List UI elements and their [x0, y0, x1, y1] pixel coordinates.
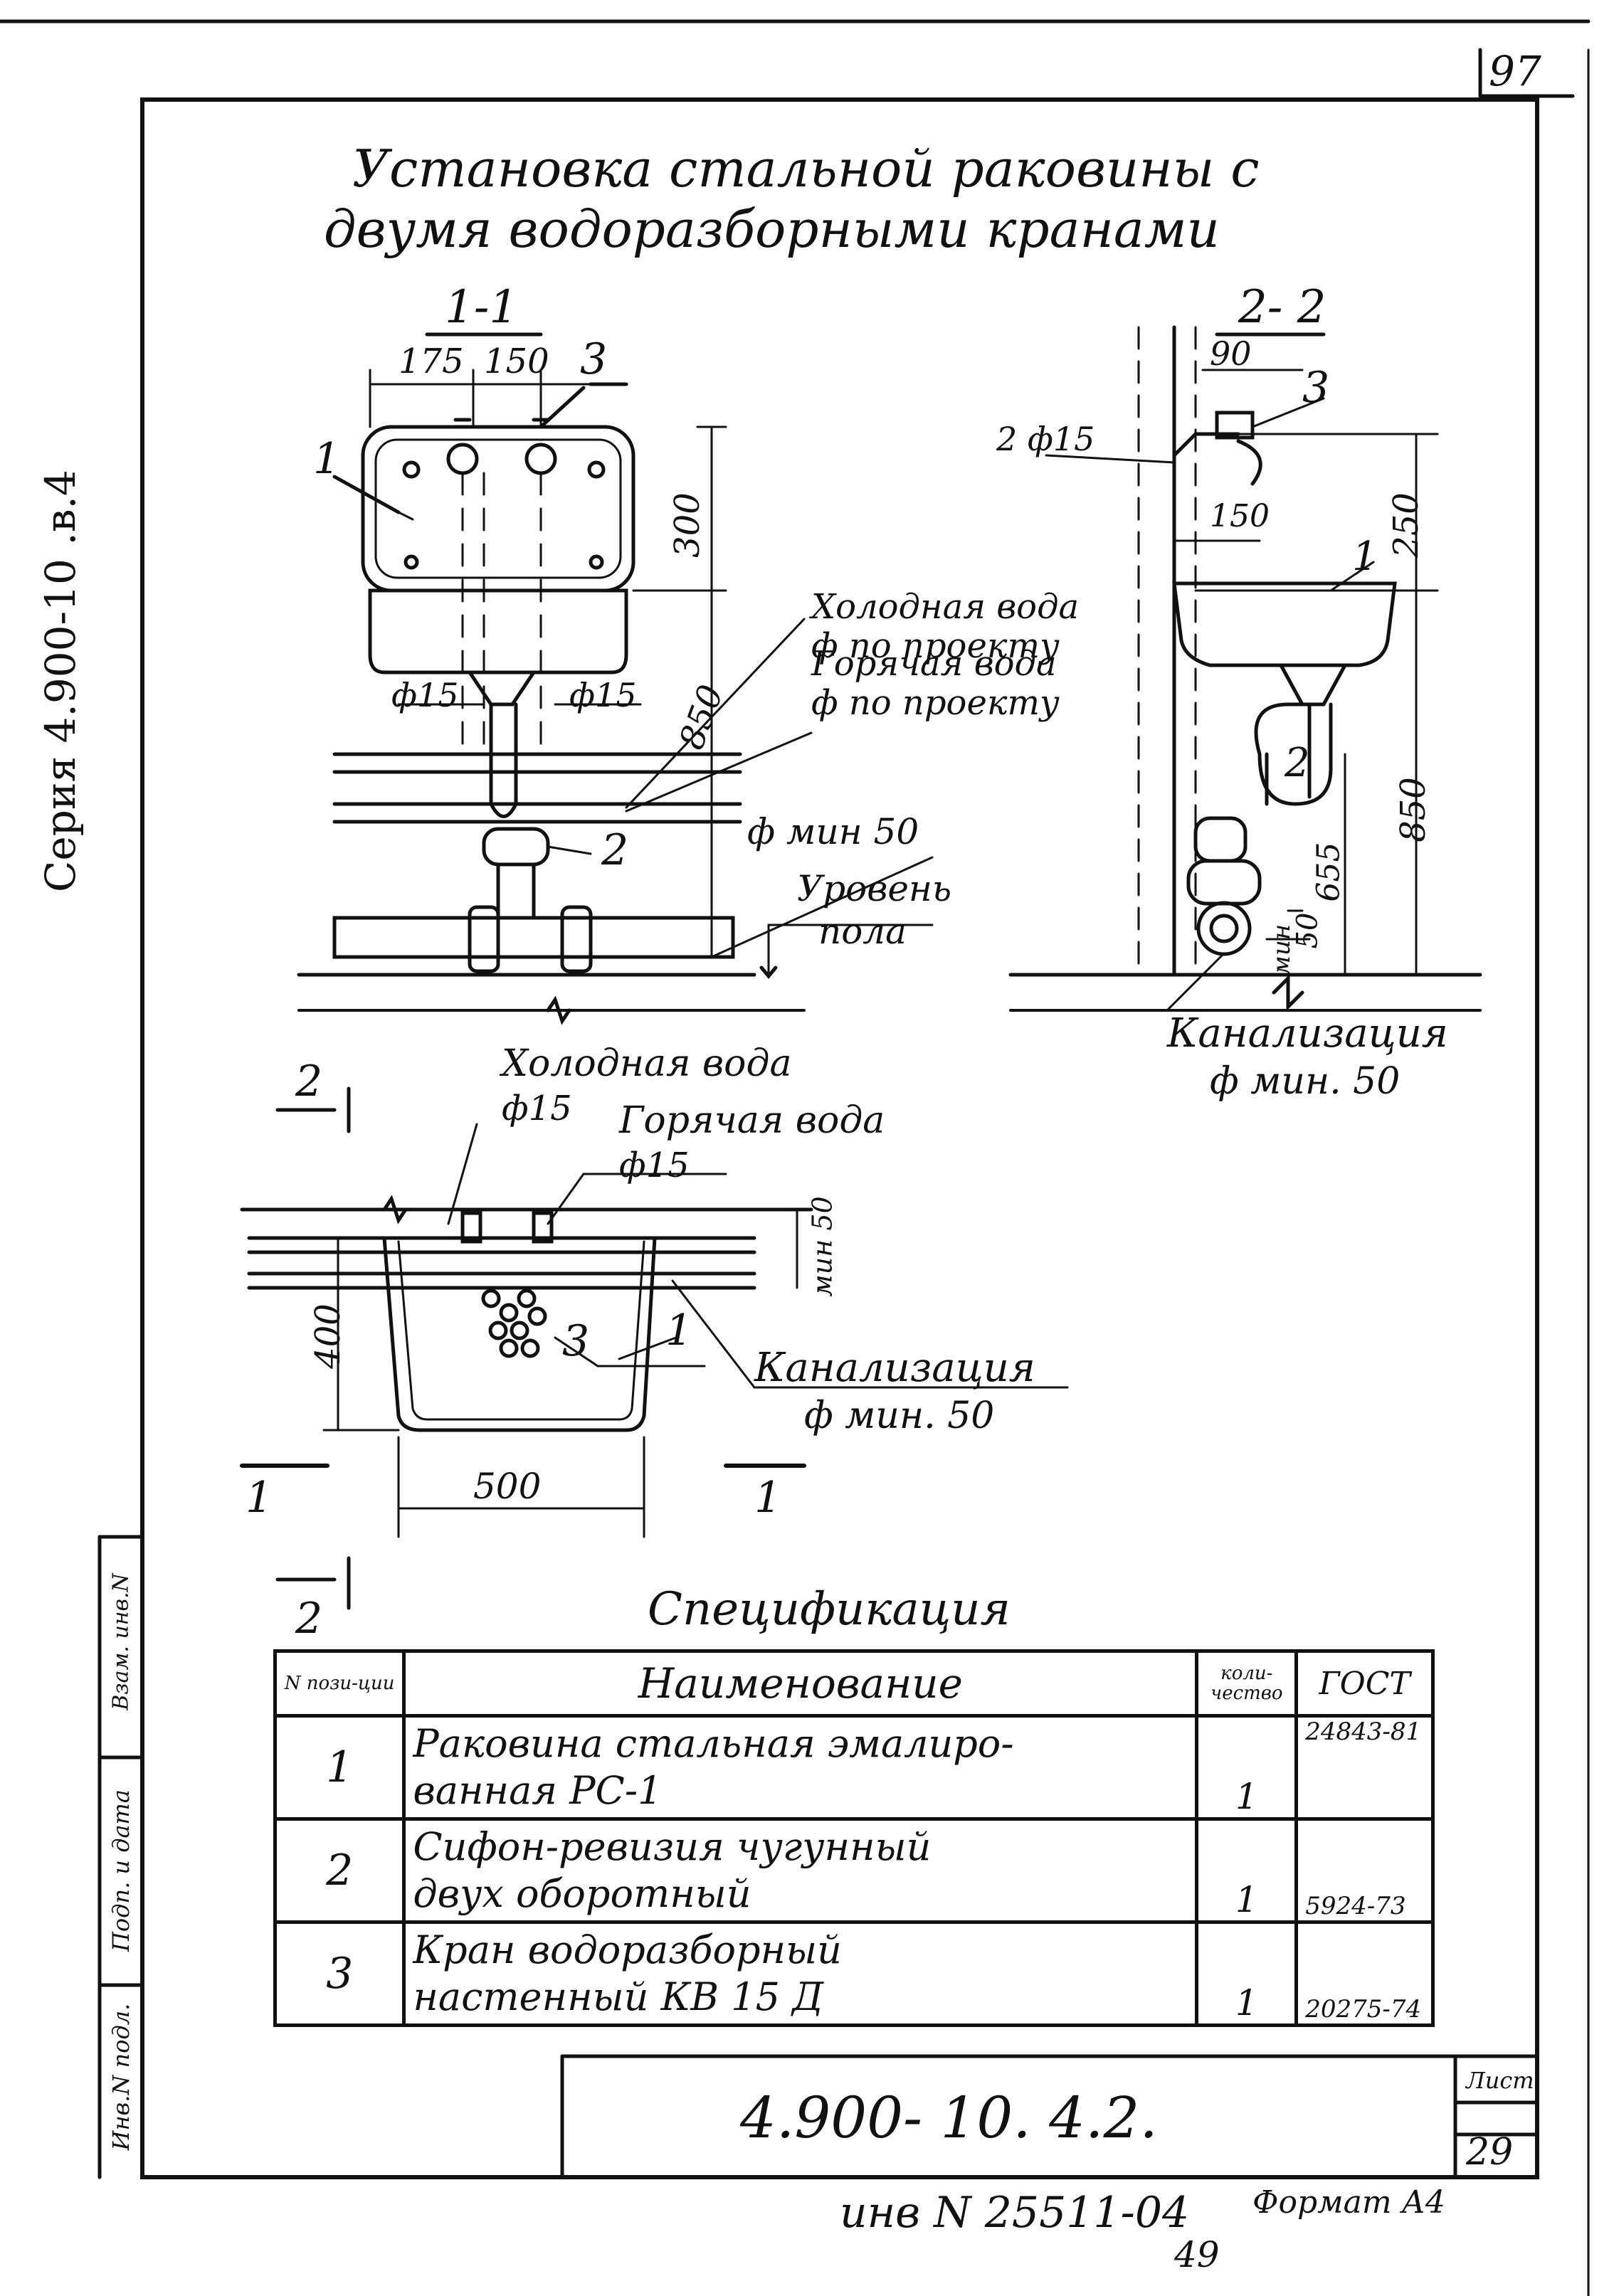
dim-175: 175	[399, 342, 464, 381]
spec-row-pos: 2	[273, 1817, 406, 1924]
cold-water-diameter: ф по проекту	[811, 626, 1060, 666]
plan-section-mark-1-left: 1	[246, 1473, 273, 1523]
spec-header-name: Наименование	[402, 1649, 1199, 1718]
position-3-label: 3	[580, 334, 608, 384]
plan-section-mark-1-right: 1	[754, 1473, 782, 1523]
plan-dim-500: 500	[473, 1466, 542, 1507]
title-line-1: Установка стальной раковины с	[352, 139, 1260, 199]
spec-row-pos: 3	[273, 1920, 406, 2027]
sewer-min-diameter: ф мин 50	[747, 811, 919, 852]
plan-section-mark-2-bottom: 2	[295, 1594, 323, 1644]
position-2-label-2: 2	[1285, 740, 1310, 786]
plan-hot-water-diameter: ф15	[619, 1146, 690, 1185]
plan-position-3: 3	[562, 1316, 590, 1366]
hot-water-diameter: ф по проекту	[811, 683, 1060, 723]
min-label-right: мин	[1267, 924, 1297, 976]
footer-format: Формат А4	[1252, 2184, 1445, 2221]
sewer-diameter-right: ф мин. 50	[1210, 1060, 1401, 1103]
stamp-inv-podl: Инв.N подл.	[107, 2003, 134, 2151]
plan-hot-water-label: Горячая вода	[619, 1099, 885, 1142]
footer-inv-number: инв N 25511-04	[840, 2188, 1190, 2238]
stamp-sign-date: Подп. и дата	[107, 1789, 134, 1952]
plan-dim-400: 400	[307, 1303, 348, 1369]
position-1-label-2: 1	[1352, 534, 1378, 580]
dim-90: 90	[1210, 334, 1252, 373]
spec-row-gost: 24843-81	[1294, 1714, 1435, 1821]
series-label: Серия 4.900-10 .в.4	[36, 470, 85, 892]
spec-row-qty: 1	[1195, 1714, 1299, 1821]
plan-section-mark-2-top: 2	[295, 1057, 323, 1106]
spec-header-pos: N пози-ции	[273, 1649, 406, 1718]
sewer-label-right: Канализация	[1167, 1010, 1448, 1057]
position-2-label: 2	[601, 825, 629, 875]
page-number-top: 97	[1489, 47, 1541, 95]
spec-row-name-line2: двух оборотный	[413, 1871, 751, 1916]
plan-dim-min50: мин 50	[806, 1196, 838, 1297]
plan-sewer-diameter: ф мин. 50	[804, 1395, 995, 1437]
spec-row-name-line1: Сифон-ревизия чугунный	[413, 1824, 932, 1869]
specification-table: N пози-ции Наименование коли-чество ГОСТ…	[273, 1649, 1435, 2027]
spec-row-name-line1: Кран водоразборный	[413, 1927, 842, 1972]
floor-level-label-2: пола	[818, 911, 907, 952]
spec-header-gost: ГОСТ	[1294, 1649, 1435, 1718]
doc-code: 4.900- 10. 4.2.	[740, 2085, 1158, 2151]
hot-water-label: Горячая вода	[811, 644, 1057, 684]
spec-row-name-line2: настенный КВ 15 Д	[413, 1974, 823, 2019]
dim-150-left: 150	[484, 342, 549, 381]
section-1-1-lines	[297, 332, 934, 1025]
position-3-label-2: 3	[1302, 363, 1330, 413]
spec-row-gost: 5924-73	[1294, 1817, 1435, 1924]
dim-150-right: 150	[1210, 498, 1270, 534]
spec-row-name: Кран водоразборный настенный КВ 15 Д	[402, 1920, 1199, 2027]
plan-cold-water-diameter: ф15	[502, 1089, 572, 1128]
section-2-2-label: 2- 2	[1238, 281, 1326, 334]
stamp-inv-zam: Взам. инв.N	[108, 1573, 134, 1710]
spec-row-qty: 1	[1195, 1817, 1299, 1924]
spec-row-name-line2: ванная РС-1	[413, 1768, 663, 1813]
section-1-1-label: 1-1	[445, 281, 519, 334]
spec-row: 2 Сифон-ревизия чугунный двух оборотный …	[273, 1817, 1435, 1924]
plan-sewer-label: Канализация	[754, 1345, 1035, 1391]
phi15-right: ф15	[569, 676, 637, 714]
spec-header-qty: коли-чество	[1195, 1649, 1299, 1718]
dim-50-right: 50	[1291, 912, 1324, 949]
spec-row-qty: 1	[1195, 1920, 1299, 2027]
floor-level-label: Уровень	[797, 868, 952, 909]
dim-850-right: 850	[1393, 777, 1433, 842]
sheet-number: 29	[1466, 2131, 1514, 2174]
dim-250: 250	[1386, 492, 1426, 558]
spec-row-pos: 1	[273, 1714, 406, 1821]
cold-water-label: Холодная вода	[811, 587, 1080, 627]
spec-row: 1 Раковина стальная эмалиро- ванная РС-1…	[273, 1714, 1435, 1821]
dim-300: 300	[667, 492, 707, 558]
spec-row-name: Раковина стальная эмалиро- ванная РС-1	[402, 1714, 1199, 1821]
spec-header-row: N пози-ции Наименование коли-чество ГОСТ	[273, 1649, 1435, 1718]
dim-655: 655	[1310, 842, 1347, 902]
plan-position-1: 1	[665, 1306, 693, 1355]
section-2-2-lines	[1008, 325, 1482, 1012]
plan-view-lines	[240, 1086, 1069, 1610]
title-line-2: двумя водоразборными кранами	[324, 199, 1220, 259]
sheet-label: Лист	[1466, 2067, 1534, 2094]
spec-row: 3 Кран водоразборный настенный КВ 15 Д 1…	[273, 1920, 1435, 2027]
footer-page-bottom: 49	[1174, 2234, 1220, 2275]
spec-row-gost: 20275-74	[1294, 1920, 1435, 2027]
phi15-left: ф15	[391, 676, 459, 714]
plan-cold-water-label: Холодная вода	[502, 1042, 792, 1085]
position-1-label: 1	[313, 434, 341, 484]
spec-title: Спецификация	[648, 1583, 1011, 1636]
spec-row-name-line1: Раковина стальная эмалиро-	[413, 1721, 1014, 1766]
spec-row-name: Сифон-ревизия чугунный двух оборотный	[402, 1817, 1199, 1924]
pipes-2-phi15: 2 ф15	[996, 420, 1095, 458]
